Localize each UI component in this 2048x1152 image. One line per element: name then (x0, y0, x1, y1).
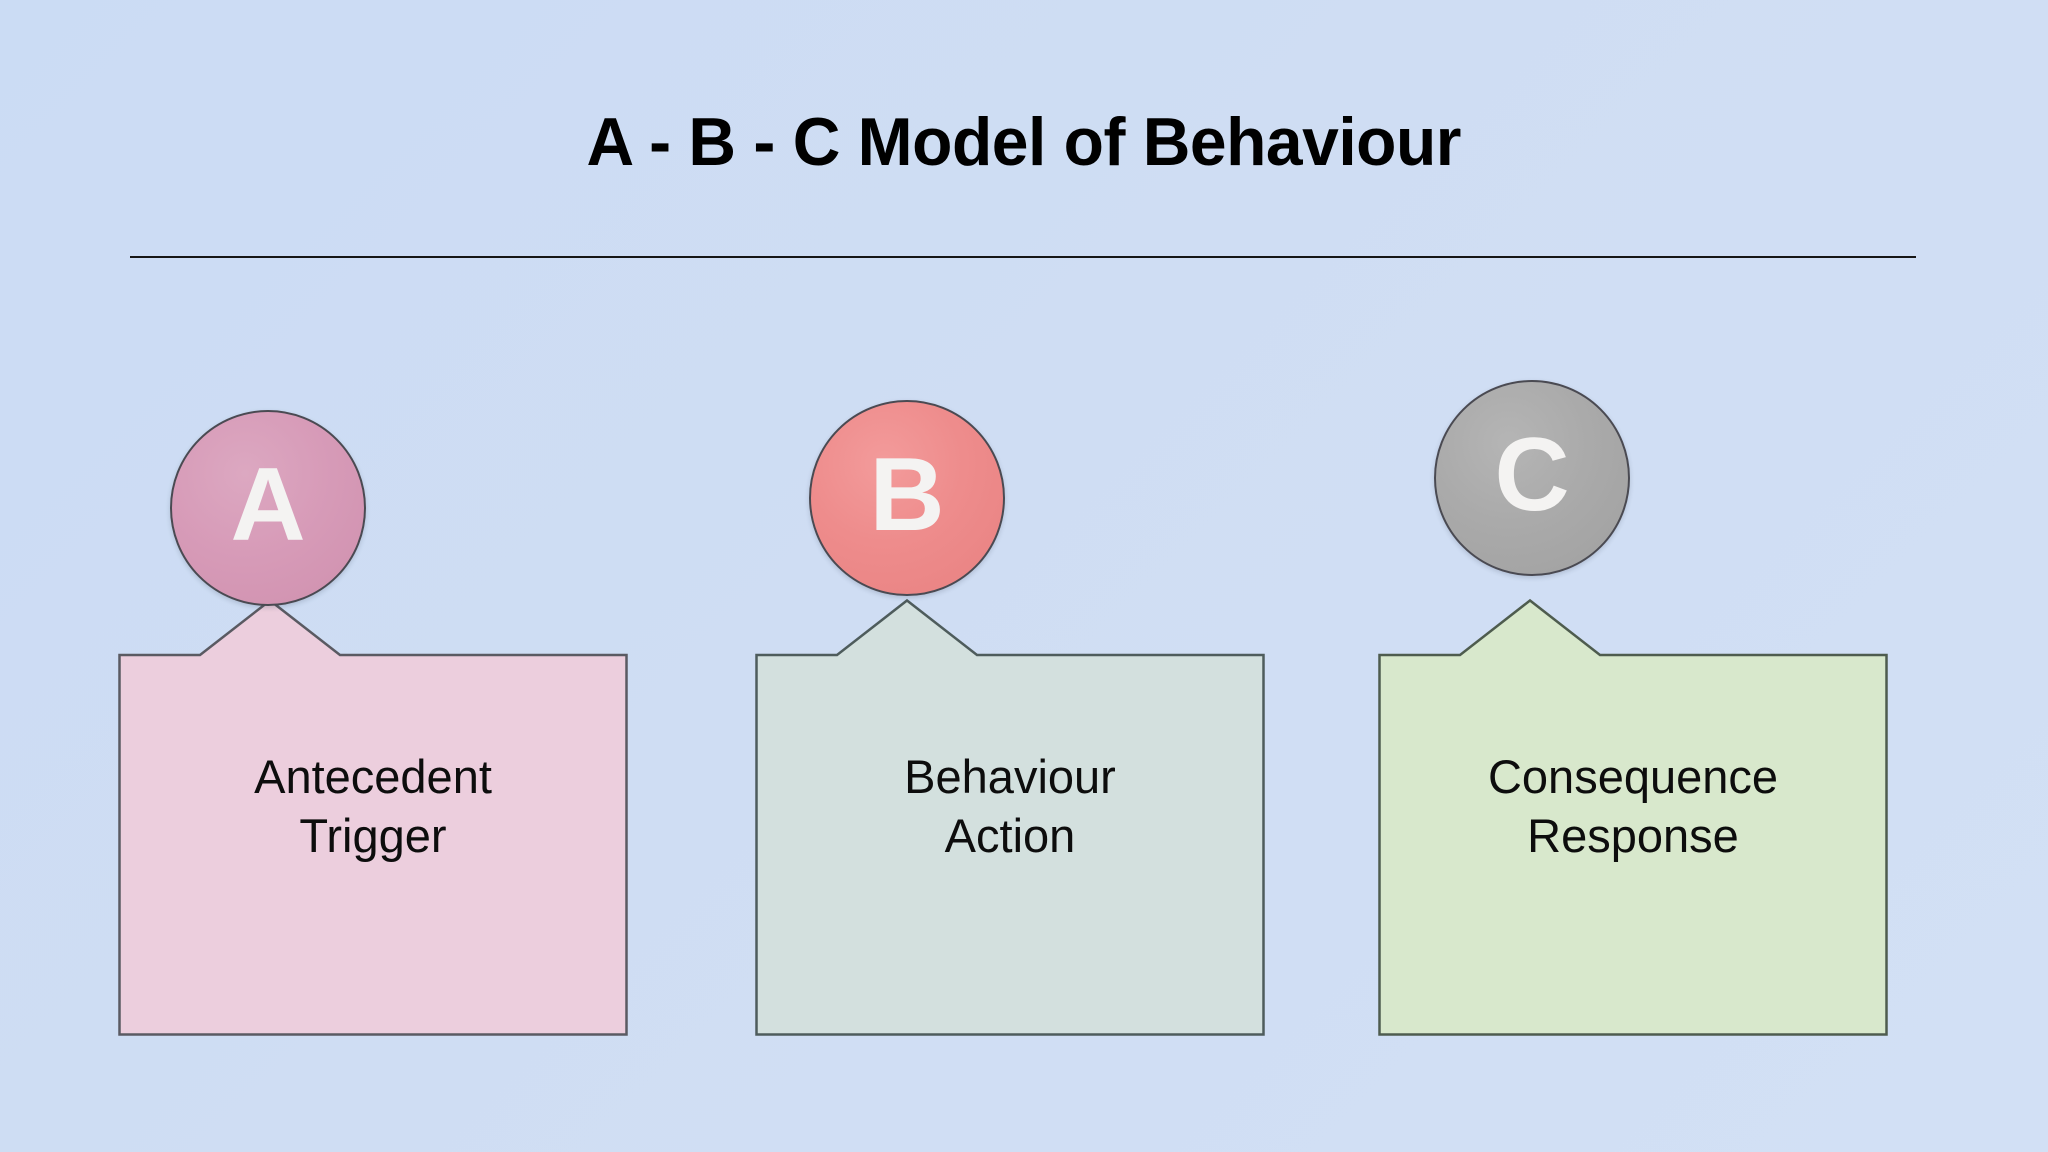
stage-label-c: Consequence Response (1487, 750, 1779, 862)
stage-badge-b[interactable]: B (809, 400, 1005, 596)
stage-column-a: Antecedent Trigger A (0, 0, 628, 1152)
page-title: A - B - C Model of Behaviour (586, 104, 1462, 180)
title-divider (130, 256, 1916, 258)
stage-panel-c[interactable]: Consequence Response (1378, 598, 1888, 1036)
stage-panel-a[interactable]: Antecedent Trigger (118, 598, 628, 1036)
stage-label-a: Antecedent Trigger (254, 750, 492, 862)
title-block: A - B - C Model of Behaviour (0, 108, 2048, 176)
stage-panel-b[interactable]: Behaviour Action (755, 598, 1265, 1036)
panel-shape-c (1378, 598, 1888, 1036)
panel-shape-a (118, 598, 628, 1036)
stage-label-b: Behaviour Action (904, 750, 1116, 862)
stage-badge-letter-c: C (1494, 417, 1570, 533)
stage-badge-a[interactable]: A (170, 410, 366, 606)
stage-badge-c[interactable]: C (1434, 380, 1630, 576)
stage-column-c: Consequence Response C (1278, 0, 1888, 1152)
stage-badge-letter-b: B (869, 437, 945, 553)
stage-column-b: Behaviour Action B (637, 0, 1265, 1152)
stage-badge-letter-a: A (230, 447, 306, 563)
panel-shape-b (755, 598, 1265, 1036)
